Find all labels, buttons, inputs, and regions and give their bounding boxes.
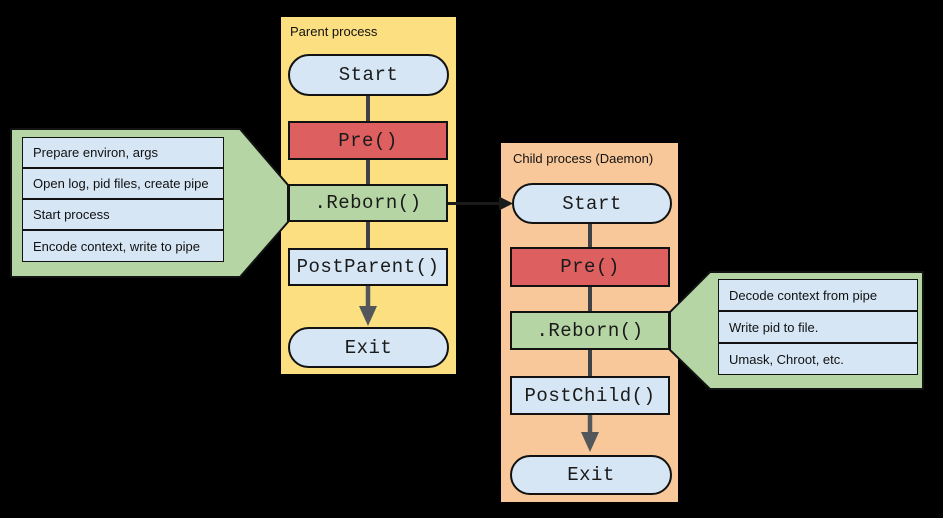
child-postchild-node: PostChild() (510, 376, 670, 415)
parent-postparent-node: PostParent() (288, 248, 448, 286)
left-callout-item: Prepare environ, args (22, 137, 224, 168)
right-callout-item: Umask, Chroot, etc. (718, 343, 918, 375)
arrow-down-icon (581, 432, 599, 452)
arrow-right-icon (499, 196, 513, 211)
child-start-node: Start (512, 183, 672, 224)
parent-process-title: Parent process (290, 24, 378, 39)
child-pre-node: Pre() (510, 247, 670, 287)
child-reborn-node: .Reborn() (510, 311, 670, 350)
child-exit-node: Exit (510, 455, 672, 495)
right-callout-item: Decode context from pipe (718, 279, 918, 311)
parent-pre-node: Pre() (288, 121, 448, 160)
right-callout-item: Write pid to file. (718, 311, 918, 343)
child-process-title: Child process (Daemon) (513, 151, 654, 166)
parent-reborn-node: .Reborn() (288, 184, 448, 222)
arrow-down-icon (359, 306, 377, 326)
parent-exit-node: Exit (288, 327, 449, 368)
left-callout-item: Open log, pid files, create pipe (22, 168, 224, 199)
left-callout-item: Start process (22, 199, 224, 230)
left-callout-item: Encode context, write to pipe (22, 230, 224, 262)
parent-start-node: Start (288, 54, 449, 96)
